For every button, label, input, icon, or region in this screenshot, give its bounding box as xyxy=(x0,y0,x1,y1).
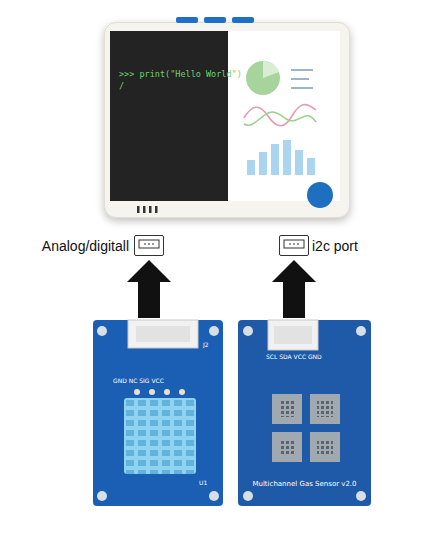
pie-slice xyxy=(263,61,279,78)
dht-sensor-grid xyxy=(124,398,196,474)
sensor-board: SCL SDA VCC GND Multichannel Gas Sensor v… xyxy=(238,320,371,506)
solder-pad xyxy=(164,389,170,395)
silkscreen-text: SCL SDA VCC GND xyxy=(266,354,322,360)
gas-sensor xyxy=(317,439,333,455)
gas-sensor xyxy=(310,394,340,424)
mount-hole xyxy=(243,326,253,336)
screen xyxy=(110,31,228,201)
connector-pins xyxy=(289,244,299,245)
solder-pad xyxy=(134,389,140,395)
mount-hole xyxy=(356,491,366,501)
gas-sensor xyxy=(279,401,295,417)
round-button xyxy=(307,182,333,208)
speaker-slot xyxy=(143,206,146,213)
gas-sensor xyxy=(279,439,295,455)
sensor-board: J2GND NC SIG VCC U1 xyxy=(93,320,223,506)
bar xyxy=(259,152,267,175)
silkscreen-text: GND NC SIG VCC xyxy=(113,378,164,384)
gas-sensor xyxy=(272,394,302,424)
connector-pins xyxy=(139,240,159,248)
silkscreen-text: Multichannel Gas Sensor v2.0 xyxy=(238,481,371,488)
bar xyxy=(283,140,291,175)
speaker-slot xyxy=(149,206,152,213)
mount-hole xyxy=(243,491,253,501)
mount-hole xyxy=(209,491,219,501)
grove-connector xyxy=(268,320,318,350)
grove-connector xyxy=(136,326,190,342)
line-chart xyxy=(244,112,316,125)
connector-pins xyxy=(284,240,304,248)
list-line xyxy=(291,78,309,80)
speaker-slot xyxy=(137,206,140,213)
port-connector: i2c port xyxy=(279,235,309,256)
device-body: >>> print("Hello World") / xyxy=(104,22,350,218)
bar xyxy=(271,144,279,175)
pie-chart xyxy=(246,61,280,95)
block-arrow xyxy=(127,260,171,318)
code-text: >>> print("Hello World") xyxy=(119,70,242,79)
silkscreen-text: J2 xyxy=(203,342,209,348)
gas-sensor xyxy=(317,401,333,417)
port-label: i2c port xyxy=(312,239,358,253)
bar xyxy=(307,158,315,175)
mount-hole xyxy=(97,326,107,336)
top-button xyxy=(176,17,198,23)
gas-sensor xyxy=(272,432,302,462)
line-chart xyxy=(244,105,316,126)
list-line xyxy=(291,69,313,71)
top-button xyxy=(204,17,226,23)
bar xyxy=(247,160,255,175)
solder-pad xyxy=(179,389,185,395)
code-text: / xyxy=(119,82,124,91)
gas-sensor xyxy=(310,432,340,462)
dht-sensor xyxy=(124,398,196,474)
silkscreen-text: U1 xyxy=(199,480,207,486)
connector-pins xyxy=(144,244,154,245)
mount-hole xyxy=(97,491,107,501)
speaker-slot xyxy=(155,206,158,213)
list-line xyxy=(291,87,313,89)
mount-hole xyxy=(209,326,219,336)
port-label: Analog/digitall xyxy=(42,239,129,253)
grove-connector xyxy=(128,320,198,348)
screen-panel xyxy=(228,31,340,201)
bar xyxy=(295,150,303,175)
top-button xyxy=(232,17,254,23)
port-connector: Analog/digitall xyxy=(134,235,164,256)
mount-hole xyxy=(356,326,366,336)
grove-connector xyxy=(274,326,312,344)
solder-pad xyxy=(149,389,155,395)
block-arrow xyxy=(272,260,316,318)
